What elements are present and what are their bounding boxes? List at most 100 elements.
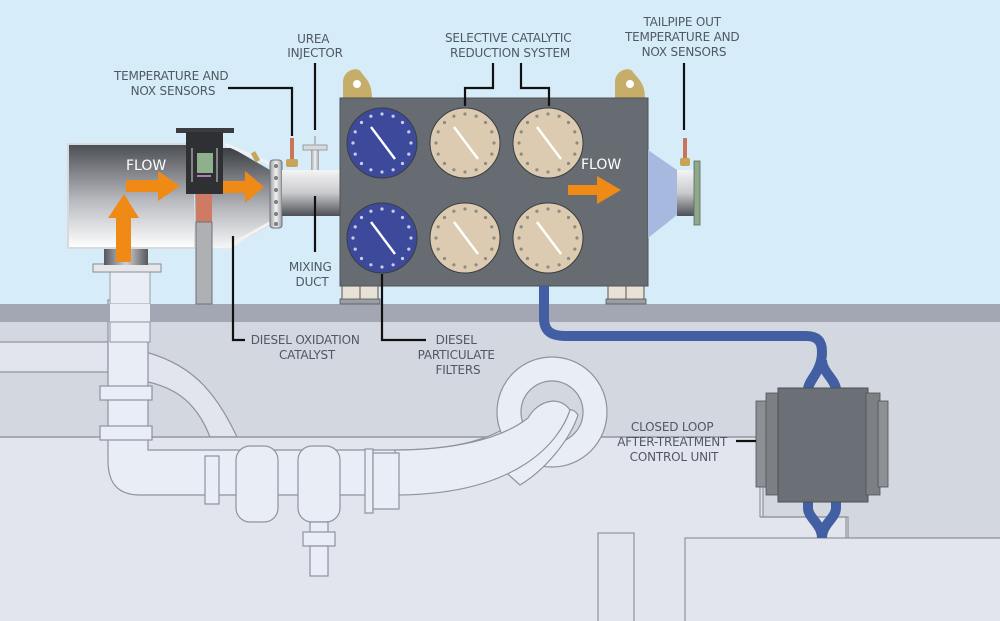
mixing-duct bbox=[282, 136, 342, 216]
bolt bbox=[566, 120, 571, 125]
bolt bbox=[535, 209, 539, 213]
bolt bbox=[391, 209, 395, 213]
flow-arrows bbox=[108, 171, 621, 262]
bolt bbox=[442, 215, 447, 220]
temperature-nox-sensor bbox=[286, 138, 298, 167]
bolt bbox=[442, 161, 447, 166]
bolt bbox=[452, 209, 456, 213]
bolt bbox=[353, 247, 357, 251]
bolt bbox=[573, 247, 577, 251]
bolt bbox=[474, 263, 478, 267]
bolt bbox=[436, 130, 440, 134]
bolt bbox=[519, 247, 523, 251]
bolt bbox=[490, 130, 494, 134]
housing-feet bbox=[339, 285, 647, 305]
bolt bbox=[407, 130, 411, 134]
bolt bbox=[535, 263, 539, 267]
bolt bbox=[525, 120, 530, 125]
bolt bbox=[474, 168, 478, 172]
bolt bbox=[519, 130, 523, 134]
bolt bbox=[463, 265, 467, 269]
diesel-oxidation-catalyst bbox=[176, 128, 234, 305]
flow-arrow-doc bbox=[223, 171, 264, 203]
bolt bbox=[566, 215, 571, 220]
bolt bbox=[369, 114, 373, 118]
bolt bbox=[535, 168, 539, 172]
bolt bbox=[436, 152, 440, 156]
label-urea-injector: UREA INJECTOR bbox=[287, 32, 343, 60]
bolt bbox=[351, 236, 355, 240]
bolt bbox=[407, 247, 411, 251]
bolt bbox=[546, 265, 550, 269]
label-temperature-nox-sensors: TEMPERATURE AND NOX SENSORS bbox=[113, 69, 232, 98]
label-tailpipe-sensors: TAILPIPE OUT TEMPERATURE AND NOX SENSORS bbox=[624, 15, 743, 59]
bolt bbox=[573, 130, 577, 134]
lifting-lug-right bbox=[615, 69, 645, 98]
flow-label-inlet: FLOW bbox=[126, 158, 166, 174]
cap-handle bbox=[536, 126, 562, 160]
diesel-particulate-filter-cap bbox=[346, 107, 418, 179]
bolt bbox=[519, 152, 523, 156]
bolt bbox=[359, 120, 364, 125]
bolt bbox=[492, 236, 496, 240]
bolt bbox=[525, 161, 530, 166]
lifting-lug-left bbox=[343, 69, 372, 98]
bolt bbox=[546, 170, 550, 174]
scr-catalyst-cap bbox=[512, 107, 584, 179]
label-mixing-duct: MIXING DUCT bbox=[289, 260, 335, 289]
bolt bbox=[369, 209, 373, 213]
bolt bbox=[391, 168, 395, 172]
bolt bbox=[573, 152, 577, 156]
bolt bbox=[519, 225, 523, 229]
bolt bbox=[492, 141, 496, 145]
bolt bbox=[400, 215, 405, 220]
bolt bbox=[517, 236, 521, 240]
inlet-flange bbox=[269, 159, 283, 229]
diesel-particulate-filter-cap bbox=[346, 202, 418, 274]
bolt bbox=[490, 225, 494, 229]
bolt bbox=[434, 141, 438, 145]
cap-handle bbox=[536, 221, 562, 255]
flow-arrow-up bbox=[108, 194, 139, 262]
bolt bbox=[575, 141, 579, 145]
bolt bbox=[474, 209, 478, 213]
cap-handle bbox=[370, 221, 396, 255]
cap-handle bbox=[453, 221, 479, 255]
bolt bbox=[557, 114, 561, 118]
bolt bbox=[407, 225, 411, 229]
bolt bbox=[566, 161, 571, 166]
bolt bbox=[490, 152, 494, 156]
bolt bbox=[546, 207, 550, 211]
sensor-window bbox=[197, 153, 213, 173]
bolt bbox=[353, 152, 357, 156]
bolt bbox=[369, 263, 373, 267]
cap-handle bbox=[370, 126, 396, 160]
flow-arrow-inlet bbox=[126, 171, 180, 201]
bolt bbox=[409, 141, 413, 145]
bolt bbox=[575, 236, 579, 240]
bolt bbox=[483, 215, 488, 220]
bolt bbox=[483, 161, 488, 166]
bolt bbox=[463, 207, 467, 211]
bolt bbox=[359, 215, 364, 220]
bolt bbox=[436, 247, 440, 251]
bolt bbox=[463, 112, 467, 116]
bolt bbox=[463, 170, 467, 174]
bolt bbox=[436, 225, 440, 229]
bolt bbox=[557, 209, 561, 213]
bolt bbox=[490, 247, 494, 251]
bolt bbox=[351, 141, 355, 145]
bolt bbox=[434, 236, 438, 240]
bolt bbox=[452, 168, 456, 172]
bolt bbox=[573, 225, 577, 229]
bolt bbox=[400, 161, 405, 166]
scr-catalyst-cap bbox=[429, 107, 501, 179]
bolt bbox=[359, 161, 364, 166]
bolt bbox=[566, 256, 571, 261]
bolt bbox=[380, 207, 384, 211]
bolt bbox=[407, 152, 411, 156]
bolt bbox=[483, 120, 488, 125]
bolt bbox=[546, 112, 550, 116]
label-diesel-particulate-filters: DIESEL PARTICULATE FILTERS bbox=[418, 333, 499, 377]
